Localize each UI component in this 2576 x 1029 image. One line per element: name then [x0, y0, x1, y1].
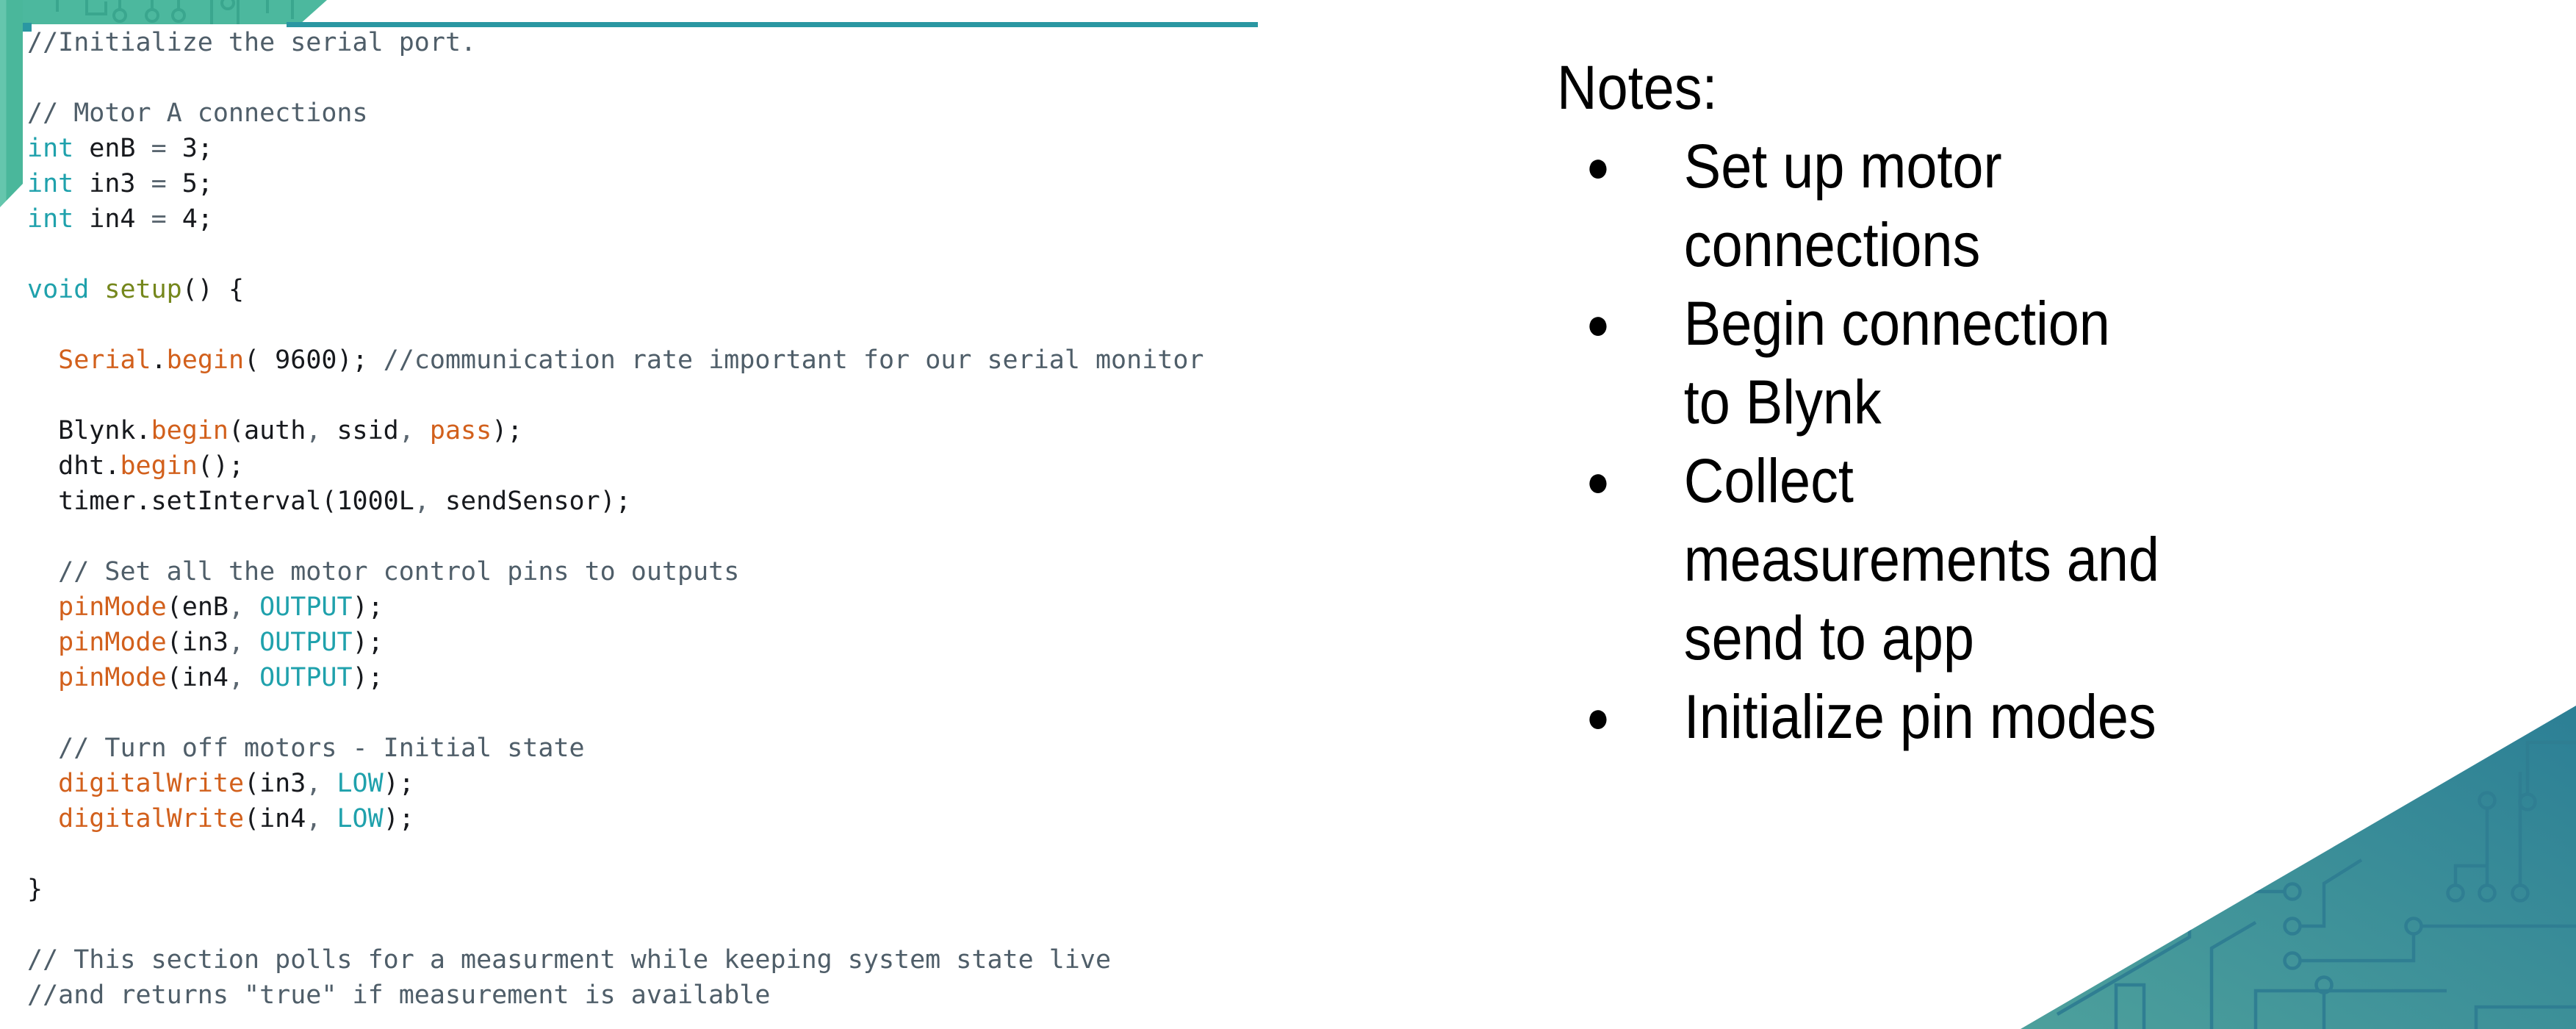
- bullet-dot-icon: ●: [1586, 142, 1611, 191]
- code-line: [27, 836, 1204, 872]
- code-line: int in4 = 4;: [27, 204, 213, 234]
- code-line: [27, 907, 1204, 942]
- code-line: int in3 = 5;: [27, 169, 213, 198]
- code-line: // Turn off motors - Initial state: [58, 734, 585, 763]
- code-line: //and returns "true" if measurement is a…: [27, 980, 771, 1010]
- code-line: pinMode(in4, OUTPUT);: [58, 663, 384, 692]
- code-line: Blynk.begin(auth, ssid, pass);: [27, 416, 523, 445]
- code-block: //Initialize the serial port. // Motor A…: [27, 25, 1204, 1013]
- bullet-text: Set up motor connections: [1683, 132, 2002, 279]
- bullet-text: Collect measurements and send to app: [1683, 446, 2159, 673]
- band-circuit-traces-icon: [56, 0, 294, 24]
- code-line: digitalWrite(in3, LOW);: [58, 769, 414, 798]
- code-line: }: [27, 875, 43, 904]
- code-line: // Set all the motor control pins to out…: [58, 557, 740, 587]
- code-line: dht.begin();: [27, 451, 245, 481]
- code-line: //Initialize the serial port.: [27, 28, 477, 57]
- bullet-dot-icon: ●: [1586, 692, 1611, 742]
- code-line: pinMode(in3, OUTPUT);: [58, 628, 384, 657]
- code-line: int enB = 3;: [27, 134, 213, 163]
- code-line: [27, 519, 1204, 554]
- notes-panel: Notes: ● Set up motor connections ● Begin c…: [1557, 49, 2165, 756]
- triangle-shape: [2021, 706, 2576, 1029]
- code-line: [27, 695, 1204, 731]
- circuit-triangle-decoration: [2021, 706, 2576, 1029]
- code-line: pinMode(enB, OUTPUT);: [58, 592, 384, 622]
- code-line: Serial.begin( 9600); //communication rat…: [58, 345, 1204, 375]
- notes-bullet-item: ● Begin connection to Blynk: [1557, 284, 2165, 442]
- code-line: [27, 237, 1204, 272]
- code-line: [27, 307, 1204, 343]
- code-line: timer.setInterval(1000L, sendSensor);: [27, 487, 631, 516]
- code-line: digitalWrite(in4, LOW);: [58, 804, 414, 833]
- code-line: [27, 60, 1204, 96]
- code-line: [27, 378, 1204, 413]
- notes-list: ● Set up motor connections ● Begin connecti…: [1557, 127, 2165, 756]
- notes-heading: Notes:: [1557, 53, 1718, 122]
- notes-bullet-item: ● Set up motor connections: [1557, 127, 2165, 284]
- band-shape: [0, 0, 327, 24]
- circuit-band-decoration: [0, 0, 327, 207]
- code-line: // Motor A connections: [27, 98, 368, 128]
- teal-corner-square: [23, 23, 32, 32]
- bullet-dot-icon: ●: [1586, 299, 1611, 348]
- teal-divider-line: [287, 22, 1258, 27]
- strip-shape: [0, 0, 23, 207]
- notes-bullet-item: ● Initialize pin modes: [1557, 678, 2165, 756]
- bullet-text: Initialize pin modes: [1683, 682, 2156, 751]
- bullet-text: Begin connection to Blynk: [1683, 289, 2110, 437]
- notes-bullet-item: ● Collect measurements and send to app: [1557, 442, 2165, 678]
- code-line: // This section polls for a measurment w…: [27, 945, 1112, 975]
- bullet-dot-icon: ●: [1586, 456, 1611, 506]
- code-line: void setup() {: [27, 275, 245, 304]
